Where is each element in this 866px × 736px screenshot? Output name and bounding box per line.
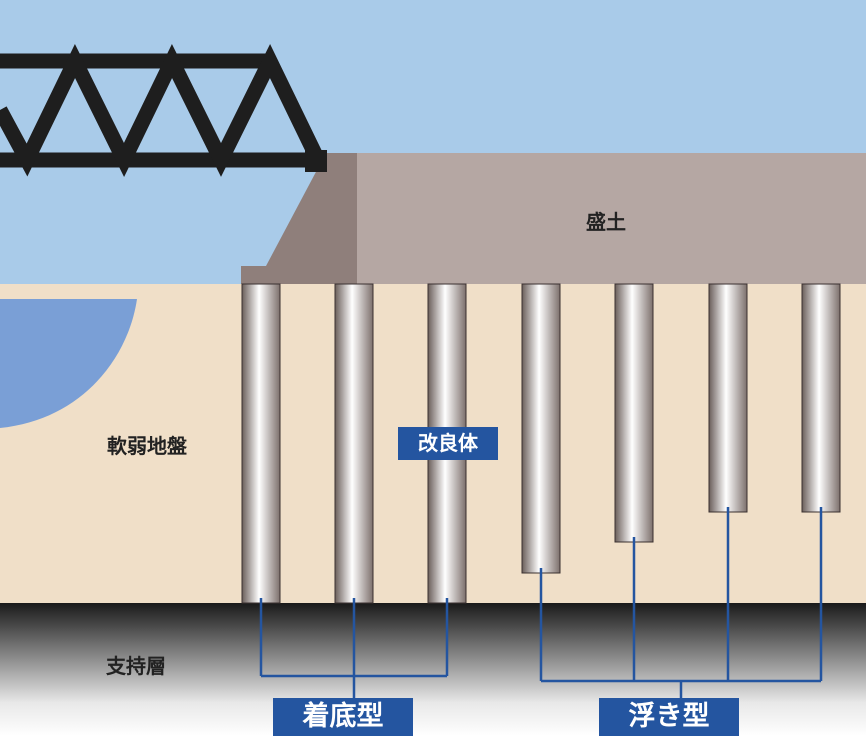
bridge-end [305,150,327,172]
bottom-type-column-1 [241,283,281,604]
embankment-label: 盛土 [586,210,626,234]
abutment [266,153,360,266]
floating-type-column-3 [708,283,748,513]
floating-type-label: 浮き型 [599,698,739,736]
soft-ground-label: 軟弱地盤 [107,434,187,458]
bearing-layer-label: 支持層 [106,654,166,678]
floating-type-column-1 [521,283,561,574]
abutment-footing [241,266,374,284]
water [0,299,137,428]
floating-type-column-4 [801,283,841,513]
embankment [357,153,866,284]
bottom-type-column-2 [334,283,374,604]
floating-type-column-2 [614,283,654,543]
bottom-type-label: 着底型 [273,698,413,736]
floating-type-bracket [539,507,823,700]
truss-bridge [0,43,325,178]
bottom-type-bracket [259,598,449,700]
improved-body-label: 改良体 [398,427,498,460]
